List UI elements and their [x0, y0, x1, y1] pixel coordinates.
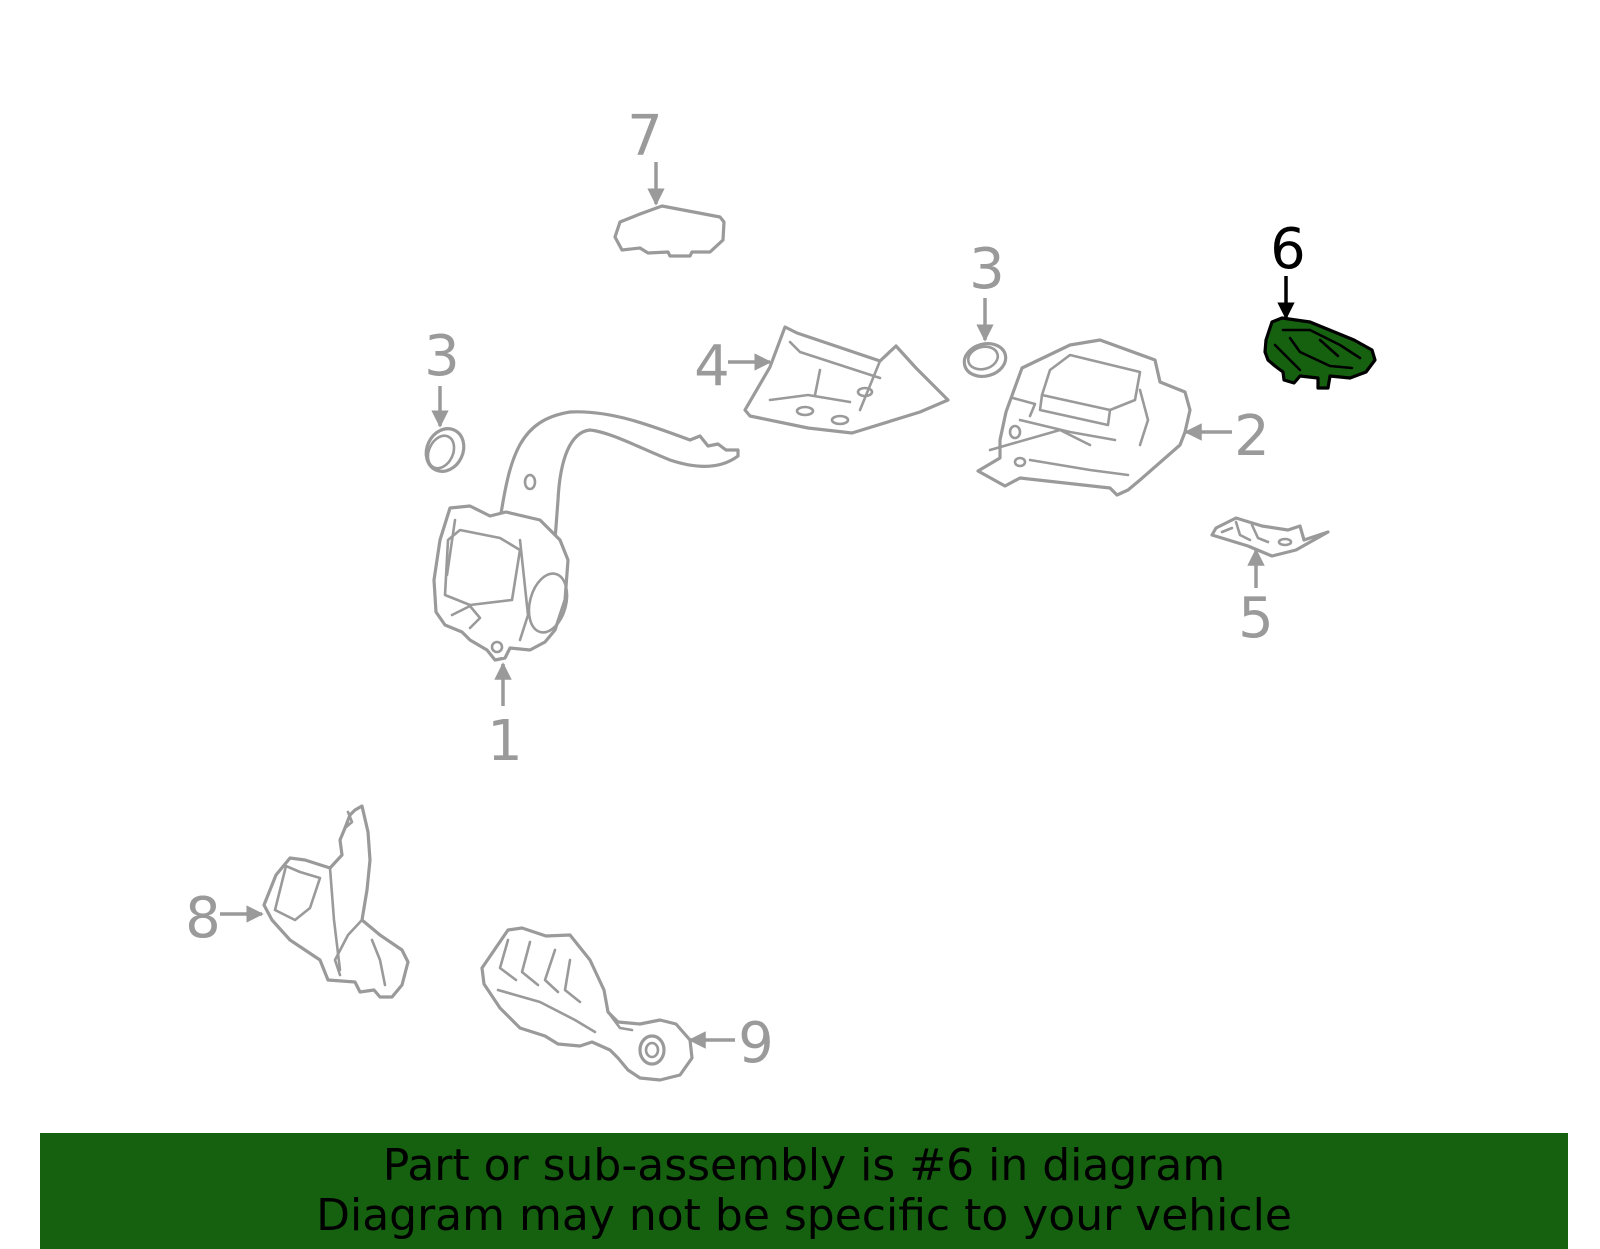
callout-2: 2	[1184, 404, 1270, 469]
part-1-seat-belt-retractor	[432, 410, 740, 662]
callout-label-3-left: 3	[424, 324, 460, 389]
callout-5: 5	[1238, 548, 1274, 651]
part-8-buckle	[262, 804, 410, 999]
part-2-retractor	[976, 338, 1192, 497]
callout-3-left: 3	[424, 324, 460, 428]
callout-9: 9	[688, 1011, 774, 1076]
callout-6: 6	[1270, 217, 1306, 320]
callout-3-right: 3	[969, 237, 1005, 342]
callout-1: 1	[487, 662, 523, 774]
callout-label-5: 5	[1238, 586, 1274, 651]
info-banner: Part or sub-assembly is #6 in diagram Di…	[40, 1133, 1568, 1249]
callout-8: 8	[185, 886, 264, 951]
part-4-bracket	[743, 325, 950, 435]
banner-line-1: Part or sub-assembly is #6 in diagram	[382, 1140, 1226, 1191]
callout-4: 4	[694, 334, 772, 399]
callout-label-8: 8	[185, 886, 221, 951]
banner-line-2: Diagram may not be specific to your vehi…	[316, 1190, 1292, 1241]
part-5-bracket	[1210, 516, 1330, 558]
callout-label-9: 9	[738, 1011, 774, 1076]
part-7-bracket	[613, 204, 726, 258]
part-3-plug-right	[962, 342, 1008, 378]
callout-label-3-right: 3	[969, 237, 1005, 302]
callout-label-7: 7	[627, 104, 663, 169]
callout-label-2: 2	[1234, 404, 1270, 469]
callout-label-4: 4	[694, 334, 730, 399]
part-6-highlighted-cover	[1263, 316, 1377, 390]
part-3-plug-left	[424, 427, 466, 473]
callout-label-1: 1	[487, 709, 523, 774]
part-9-buckle-anchor	[480, 926, 694, 1082]
callout-7: 7	[627, 104, 665, 206]
callout-label-6: 6	[1270, 217, 1306, 282]
